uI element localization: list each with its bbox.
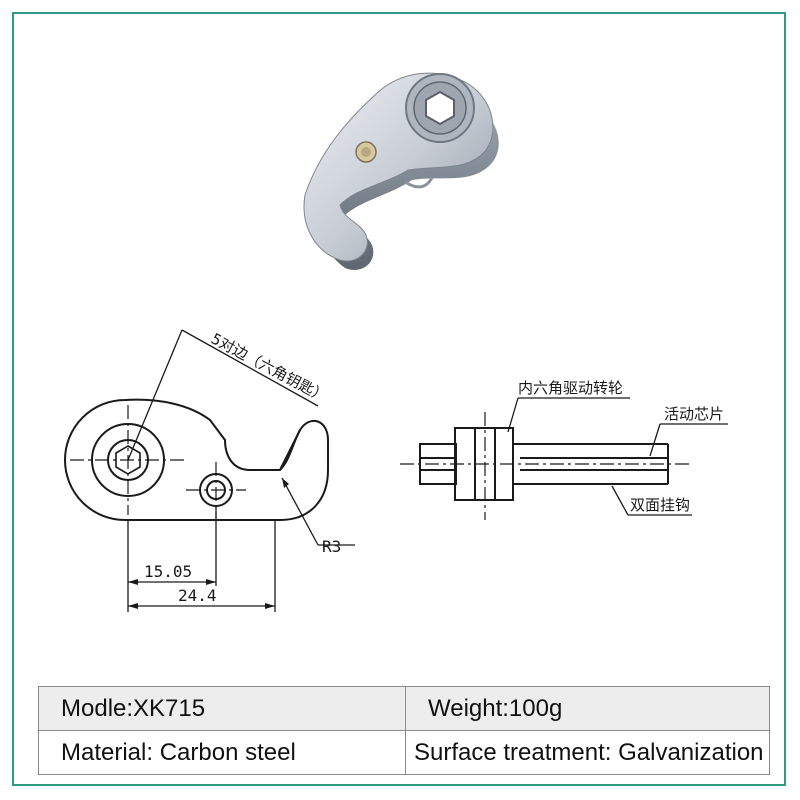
spec-row: Modle:XK715 Weight:100g (38, 686, 770, 731)
radius-label: R3 (322, 537, 341, 556)
weight-cell: Weight:100g (405, 686, 770, 731)
dim-24-label: 24.4 (178, 586, 217, 605)
hook-label: 双面挂钩 (630, 496, 690, 514)
model-cell: Modle:XK715 (38, 686, 406, 731)
page-frame (12, 12, 786, 786)
spec-row: Material: Carbon steel Surface treatment… (38, 730, 770, 775)
drive-wheel-label: 内六角驱动转轮 (518, 379, 623, 397)
material-cell: Material: Carbon steel (38, 730, 406, 775)
dim-15-label: 15.05 (144, 562, 192, 581)
spec-table: Modle:XK715 Weight:100g Material: Carbon… (38, 686, 770, 775)
core-plate-label: 活动芯片 (664, 405, 724, 423)
surface-cell: Surface treatment: Galvanization (405, 730, 770, 775)
hex-size-label: 5对边（六角钥匙） (208, 330, 330, 406)
hook-outline (64, 398, 329, 521)
